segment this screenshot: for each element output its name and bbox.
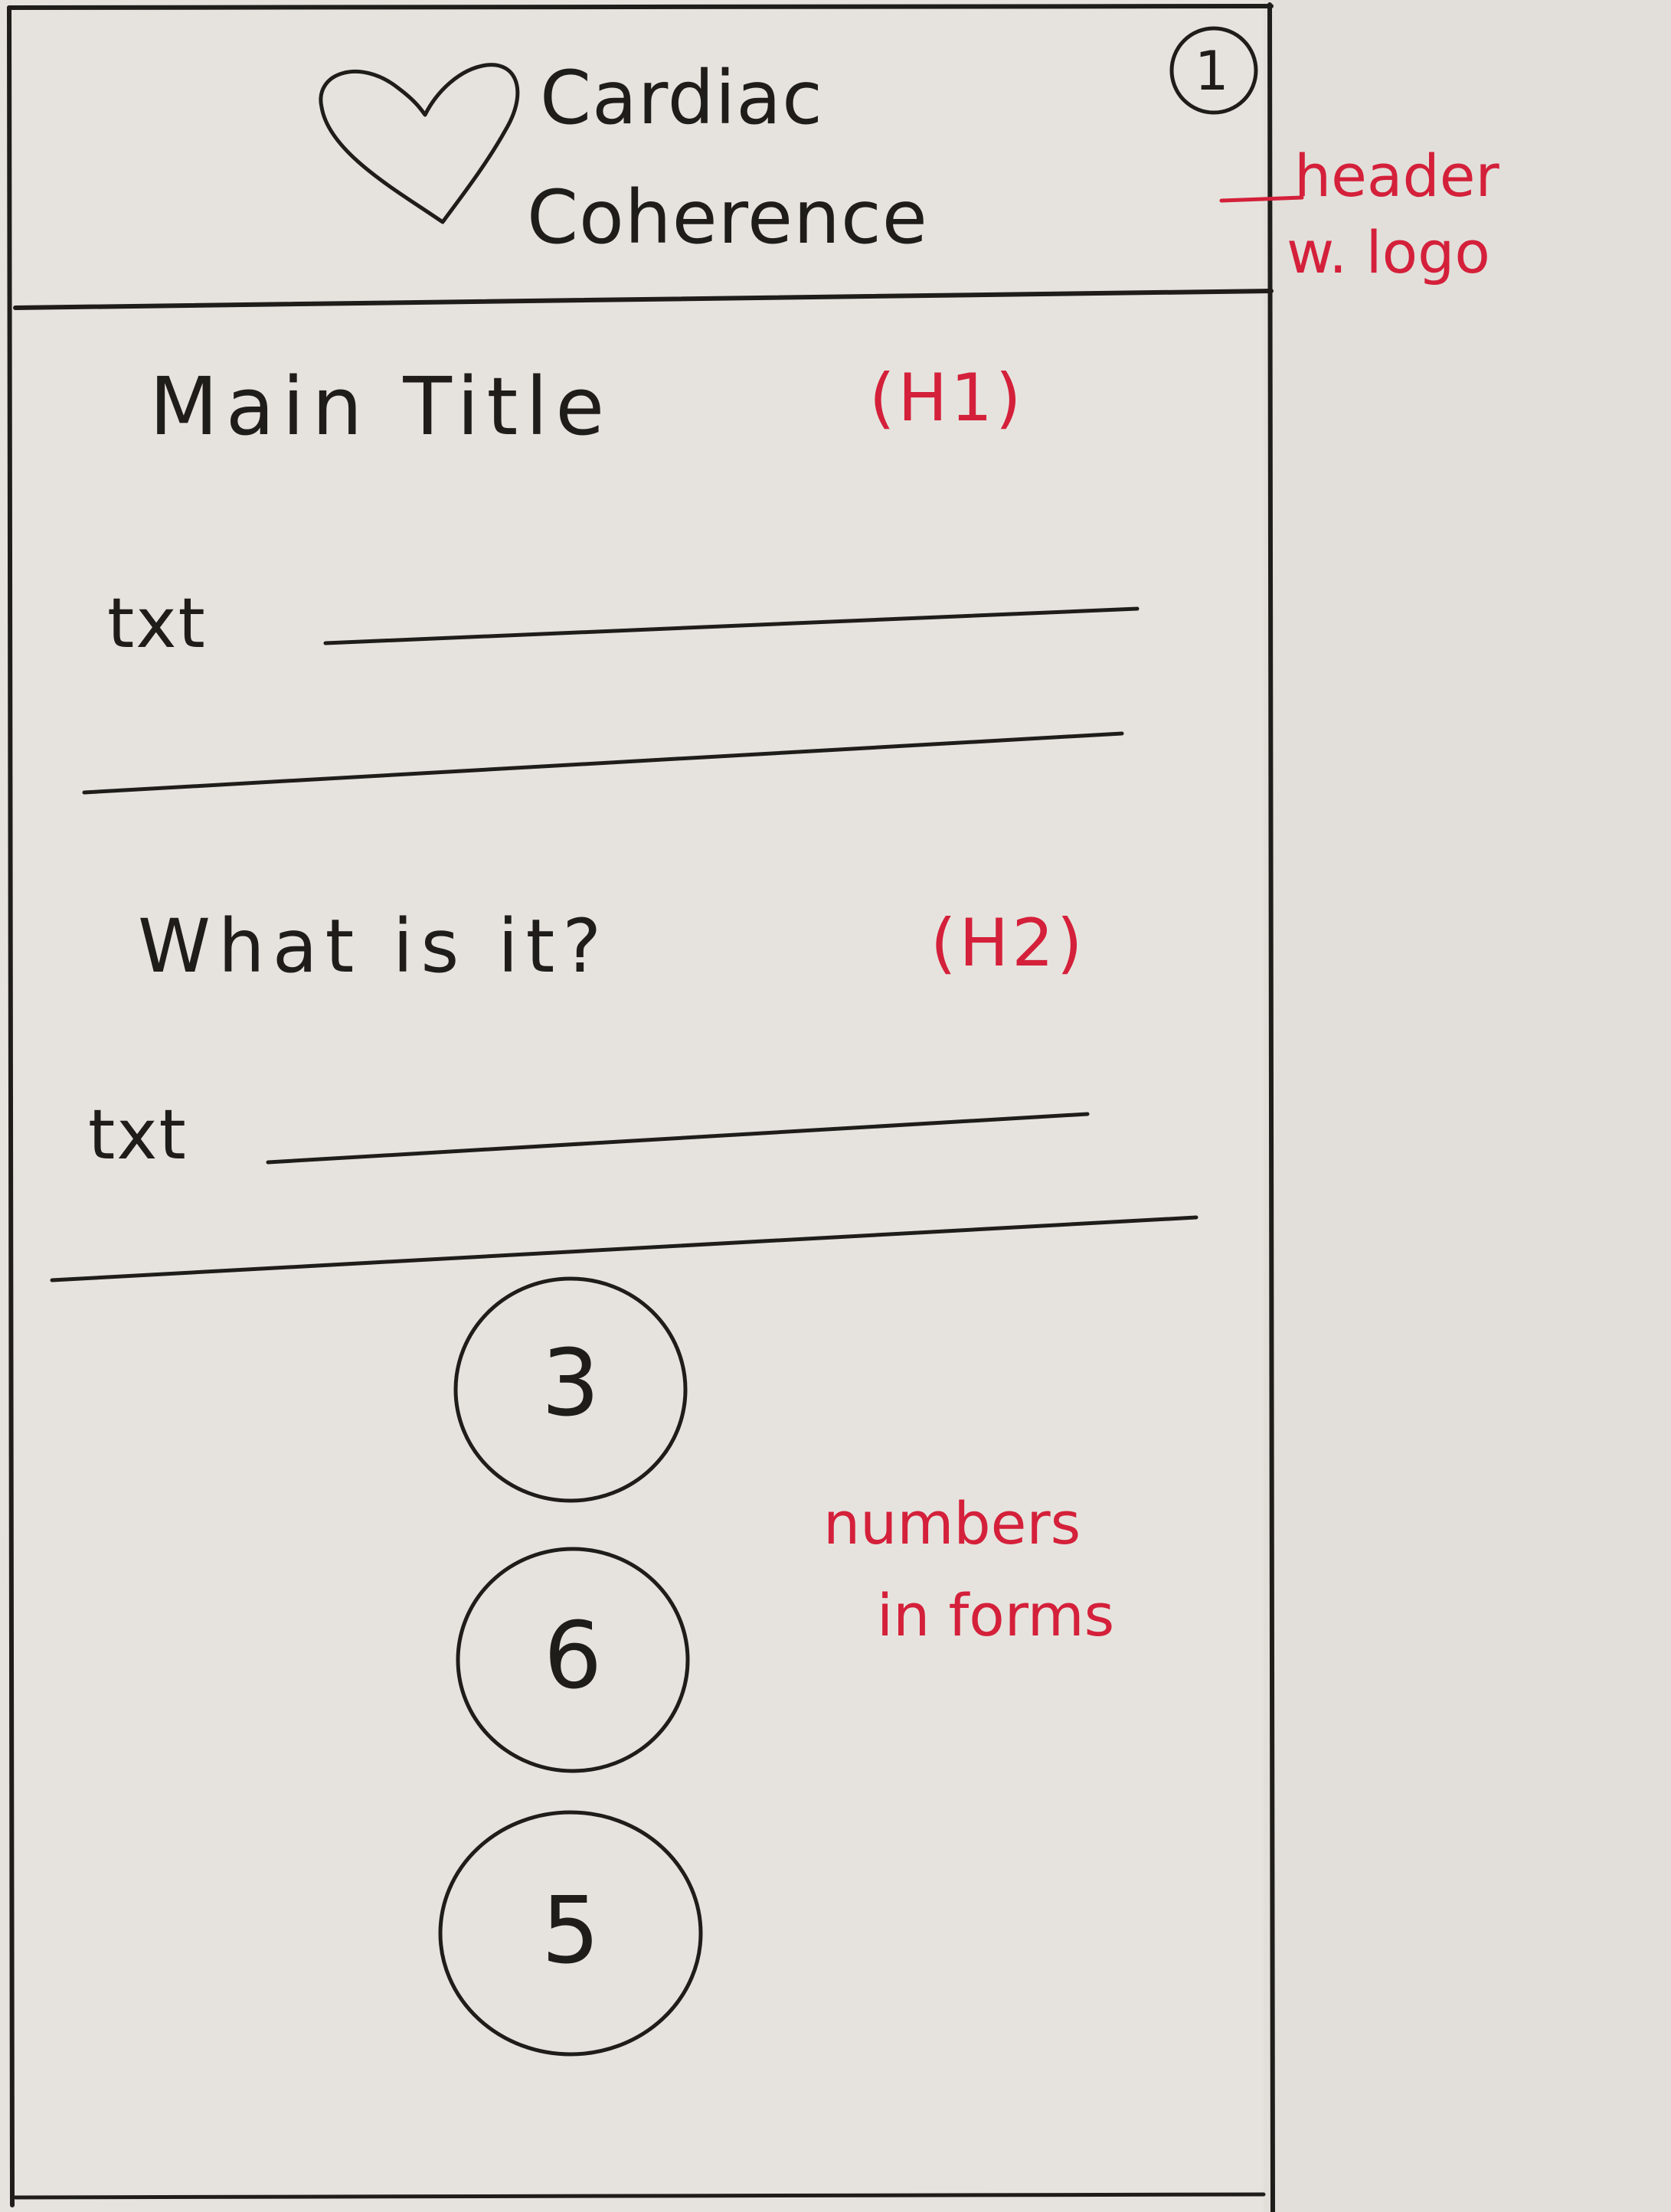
number-value-1: 3: [541, 1331, 600, 1437]
subtitle-tag: (H2): [930, 905, 1086, 982]
subtitle: What is it?: [138, 903, 610, 989]
number-value-2: 6: [543, 1603, 603, 1710]
numbers-note-line1: numbers: [823, 1489, 1081, 1557]
header-note-line2: w. logo: [1287, 218, 1490, 286]
number-circle-2: [456, 1547, 690, 1773]
main-title-tag: (H1): [869, 360, 1025, 436]
number-circle-1: [453, 1276, 688, 1503]
number-circle-3: [438, 1810, 703, 2057]
frame-bottom-line: [13, 2192, 1266, 2200]
header-divider: [13, 289, 1274, 310]
text-line-1b: [82, 731, 1124, 795]
text-line-2b: [50, 1215, 1198, 1282]
logo-text-line2: Coherence: [527, 175, 928, 260]
marker-number: 1: [1195, 40, 1229, 103]
header-note-pointer: [1219, 195, 1304, 203]
main-title: Main Title: [149, 360, 613, 453]
header-note-line1: header: [1294, 142, 1499, 210]
logo-text-line1: Cardiac: [540, 55, 823, 141]
margin-background: [1264, 0, 1671, 2212]
text-label-2: txt: [88, 1095, 188, 1175]
frame-top-line: [7, 4, 1274, 10]
text-line-1a: [323, 606, 1140, 645]
frame-left-line: [7, 5, 15, 2207]
number-value-3: 5: [541, 1878, 600, 1985]
heart-icon: [319, 63, 520, 224]
numbers-note-line2: in forms: [877, 1581, 1115, 1649]
text-line-2a: [266, 1112, 1090, 1165]
marker-circle: [1169, 26, 1258, 115]
text-label-1: txt: [107, 583, 207, 664]
frame-right-line: [1267, 2, 1275, 2212]
